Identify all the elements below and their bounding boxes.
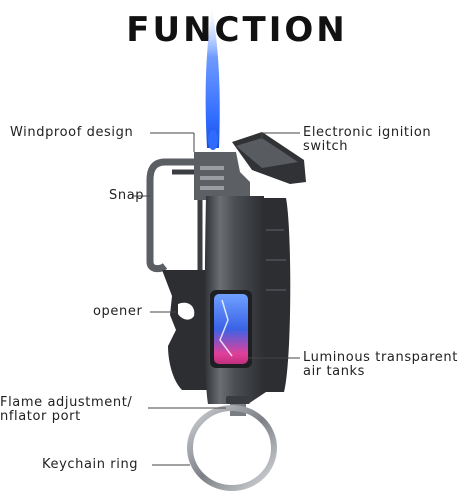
label-snap: Snap [109,188,145,203]
opener-body [162,270,212,390]
page-title: FUNCTION [126,10,348,50]
label-air-tanks: Luminous transparent air tanks [303,351,458,379]
flame-icon [205,8,220,148]
label-ignition-line2: switch [303,139,349,154]
label-windproof: Windproof design [10,125,134,140]
label-flame-line1: Flame adjustment/ [0,395,133,410]
label-tank-line1: Luminous transparent [303,350,458,365]
label-flame-line2: nflator port [0,409,81,424]
snap-hook [146,158,205,273]
label-keychain: Keychain ring [42,457,139,472]
label-tank-line2: air tanks [303,364,366,379]
label-ignition: Electronic ignition switch [303,126,431,154]
label-opener: opener [93,304,143,319]
label-flame-adjustment: Flame adjustment/ nflator port [0,396,132,424]
keychain-ring [187,405,277,491]
grip-panel [262,198,291,392]
label-ignition-line1: Electronic ignition [303,125,432,140]
